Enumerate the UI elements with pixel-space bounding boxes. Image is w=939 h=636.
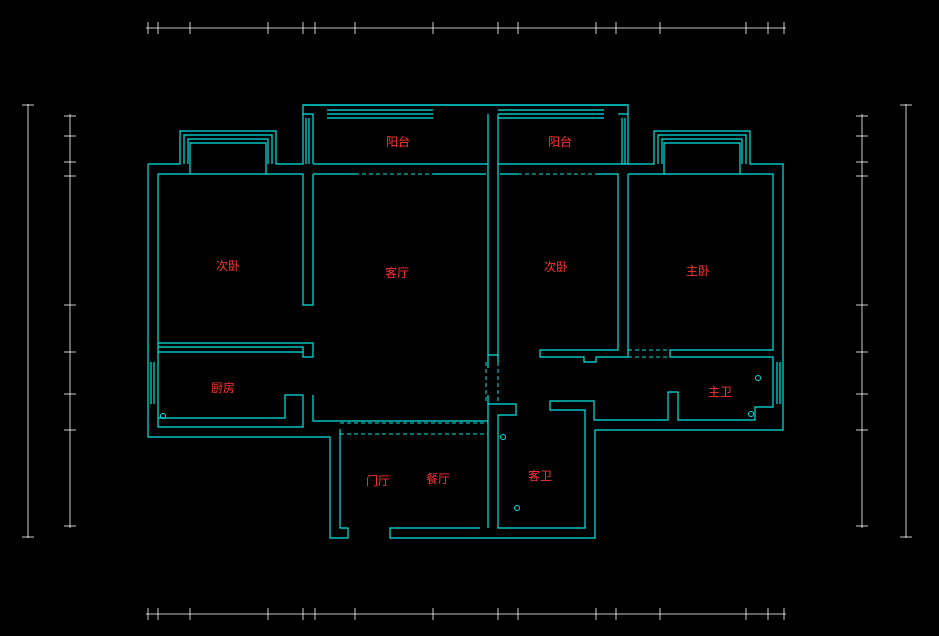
label-foyer: 门厅 (366, 473, 390, 488)
kitchen-drain-icon (160, 413, 166, 419)
label-balcony-left: 阳台 (386, 134, 410, 149)
fixtures (160, 375, 761, 511)
label-balcony-right: 阳台 (548, 134, 572, 149)
master-bath-floor-drain-icon (748, 411, 754, 417)
label-dining: 餐厅 (426, 471, 450, 486)
guest-bath-floor-drain-icon (514, 505, 520, 511)
label-master-bedroom: 主卧 (686, 264, 710, 278)
master-bath-drain-icon (755, 375, 761, 381)
guest-bath-drain-icon (500, 434, 506, 440)
room-labels: 阳台 阳台 次卧 客厅 次卧 主卧 厨房 主卫 门厅 餐厅 客卫 (211, 134, 732, 488)
label-master-bath: 主卫 (708, 385, 732, 399)
left-dimension-lines (22, 104, 76, 538)
bottom-dimension-line (146, 608, 786, 620)
walls (147, 104, 784, 539)
top-dimension-line (146, 22, 786, 34)
label-kitchen: 厨房 (211, 380, 235, 395)
label-living-room: 客厅 (385, 265, 409, 280)
door-openings (340, 163, 670, 435)
label-bedroom-mid: 次卧 (544, 260, 568, 274)
label-bedroom-left: 次卧 (216, 259, 240, 273)
label-guest-bath: 客卫 (528, 468, 552, 483)
right-dimension-lines (856, 104, 912, 538)
